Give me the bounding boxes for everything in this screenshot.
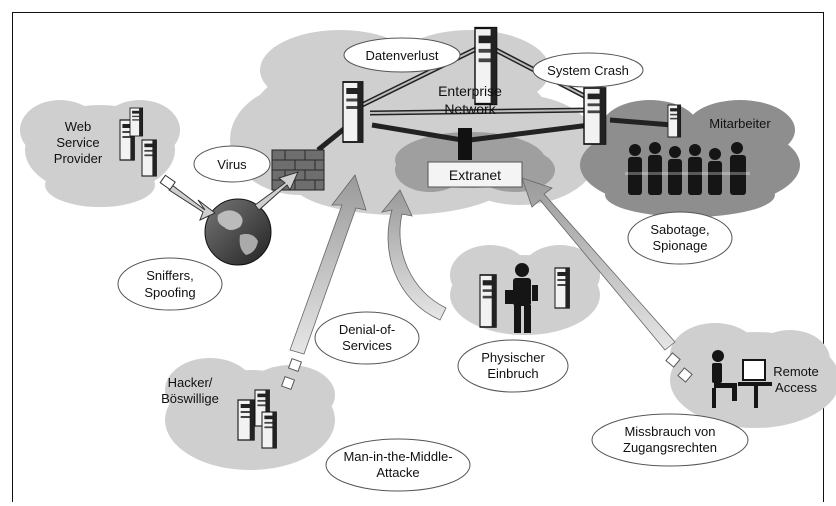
remote-user-icon bbox=[712, 350, 772, 408]
label-physisch-2: Einbruch bbox=[487, 366, 538, 381]
server-icon bbox=[237, 399, 255, 441]
label-sniffers-1: Sniffers, bbox=[146, 268, 193, 283]
globe-icon bbox=[204, 198, 272, 266]
arrow-remote bbox=[521, 177, 693, 383]
server-icon bbox=[554, 267, 571, 309]
label-web-1: Web bbox=[65, 119, 92, 134]
server-icon bbox=[129, 107, 144, 137]
label-extranet: Extranet bbox=[449, 167, 501, 183]
label-dos-2: Services bbox=[342, 338, 392, 353]
server-icon bbox=[261, 411, 277, 449]
label-sniffers-2: Spoofing bbox=[144, 285, 195, 300]
label-sabotage-2: Spionage bbox=[653, 238, 708, 253]
label-dos-1: Denial-of- bbox=[339, 322, 395, 337]
label-mitm-1: Man-in-the-Middle- bbox=[343, 449, 452, 464]
extranet-box bbox=[427, 161, 523, 188]
intruder-icon bbox=[505, 263, 538, 333]
label-mitm-2: Attacke bbox=[376, 465, 419, 480]
label-system-crash: System Crash bbox=[547, 63, 629, 78]
firewall-icon bbox=[271, 149, 325, 191]
server-icon bbox=[479, 274, 497, 328]
arrow-dos bbox=[280, 174, 367, 391]
label-hacker-1: Hacker/ bbox=[168, 375, 213, 390]
label-enterprise-2: Network bbox=[444, 101, 496, 117]
label-enterprise-1: Enterprise bbox=[438, 83, 502, 99]
arrow-web-to-globe bbox=[159, 174, 216, 221]
label-mitarbeiter: Mitarbeiter bbox=[709, 116, 771, 131]
label-datenverlust: Datenverlust bbox=[366, 48, 439, 63]
label-missbrauch-2: Zugangsrechten bbox=[623, 440, 717, 455]
label-remote-1: Remote bbox=[773, 364, 819, 379]
labels: Datenverlust System Crash Enterprise Net… bbox=[54, 48, 819, 480]
arrow-globe-to-firewall bbox=[254, 171, 299, 211]
server-icon bbox=[583, 87, 607, 145]
server-icon bbox=[667, 104, 682, 138]
label-missbrauch-1: Missbrauch von bbox=[624, 424, 715, 439]
label-hacker-2: Böswillige bbox=[161, 391, 219, 406]
label-virus: Virus bbox=[217, 157, 247, 172]
label-physisch-1: Physischer bbox=[481, 350, 545, 365]
server-icon bbox=[342, 81, 364, 143]
label-web-3: Provider bbox=[54, 151, 103, 166]
label-sabotage-1: Sabotage, bbox=[650, 222, 709, 237]
label-remote-2: Access bbox=[775, 380, 817, 395]
employees-icon bbox=[625, 142, 750, 195]
server-icon bbox=[458, 128, 472, 160]
arrow-hacker bbox=[360, 178, 392, 440]
label-web-2: Service bbox=[56, 135, 99, 150]
arrow-physisch bbox=[380, 189, 447, 321]
server-icon bbox=[141, 139, 157, 177]
figure-frame bbox=[12, 12, 824, 502]
label-bubbles bbox=[117, 37, 749, 492]
